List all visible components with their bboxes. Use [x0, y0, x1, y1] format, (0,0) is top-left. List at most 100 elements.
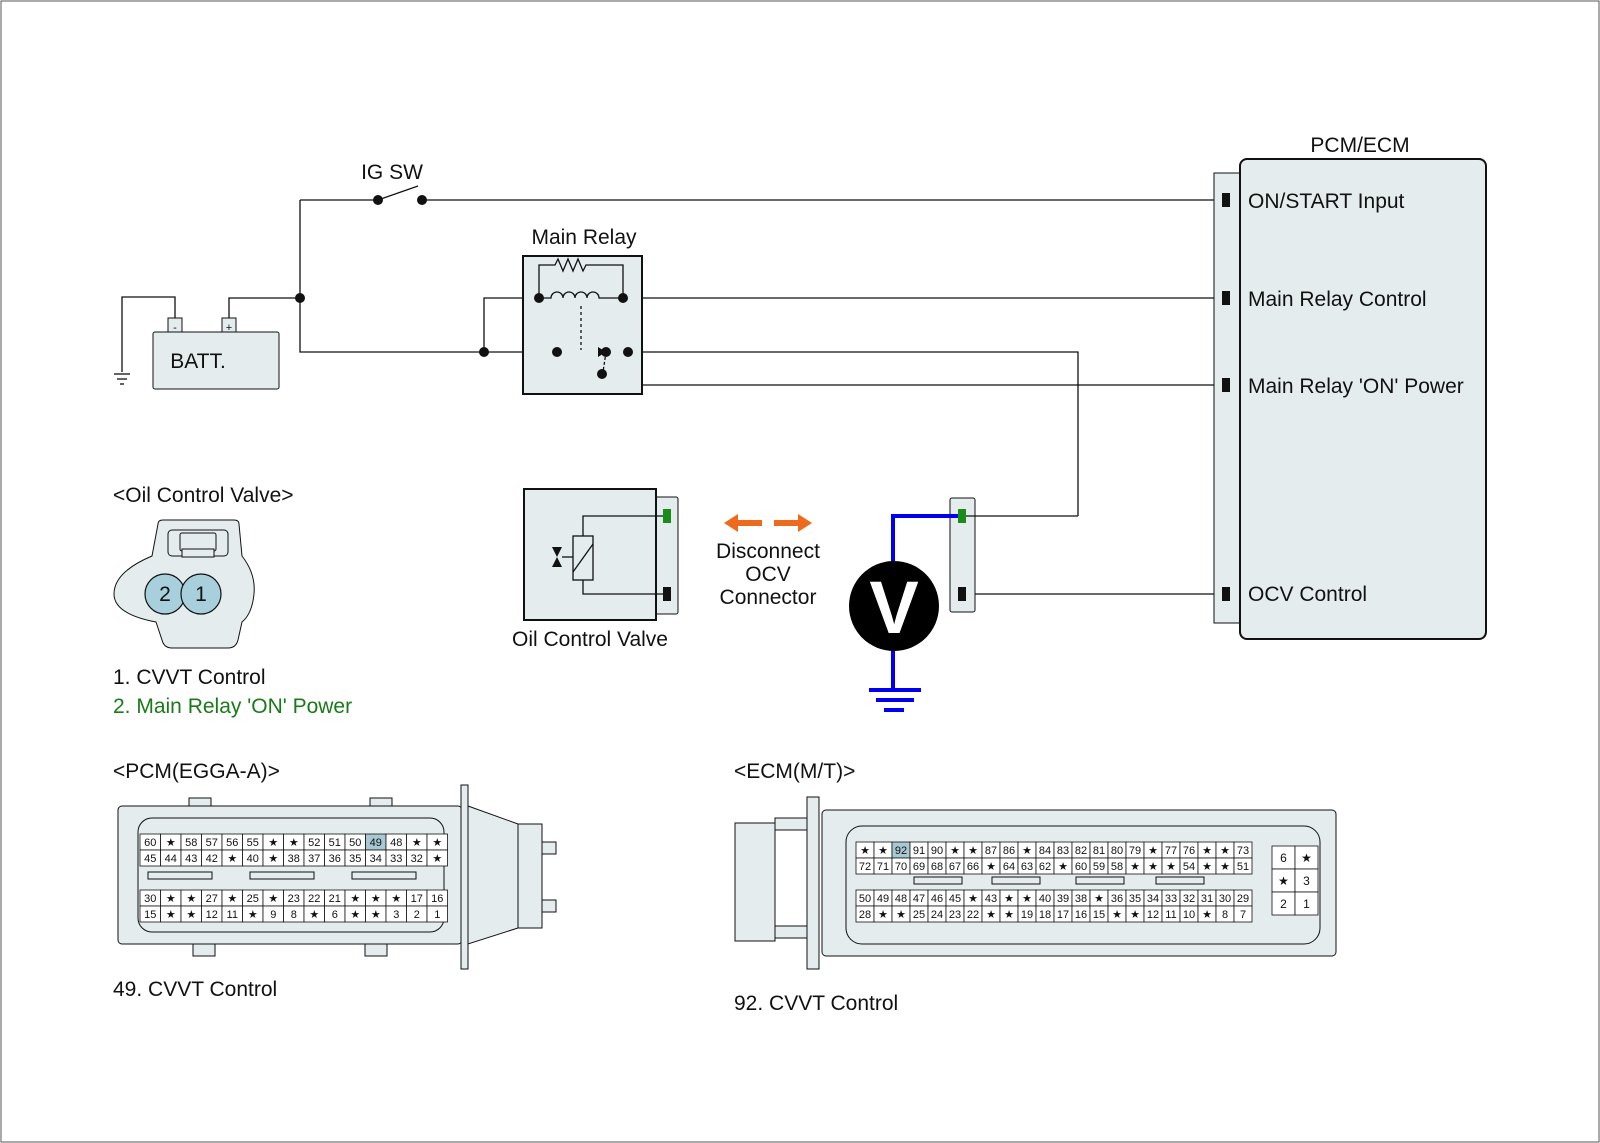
junction-dots: [295, 195, 489, 357]
pin-number: 49: [370, 837, 382, 849]
pcm-keys: [147, 871, 417, 880]
main-relay: [522, 255, 643, 395]
pin-number: 84: [1039, 845, 1051, 857]
pin-cell: [426, 849, 448, 867]
pin-number: 40: [247, 853, 259, 865]
on-start-input-label: ON/START Input: [1248, 190, 1405, 213]
pin-number: ★: [432, 837, 442, 849]
ocv-pin-2: 2: [159, 583, 171, 606]
pin-number: ★: [1022, 893, 1032, 905]
pin-number: 8: [1222, 909, 1228, 921]
pin-cell: [1233, 857, 1253, 875]
pin-number: 32: [411, 853, 423, 865]
pin-number: ★: [860, 845, 870, 857]
battery-label: BATT.: [170, 350, 226, 373]
pin-number: 39: [1057, 893, 1069, 905]
pin-number: 1: [434, 909, 440, 921]
pin-number: 22: [308, 893, 320, 905]
ocv-pin1-description: 1. CVVT Control: [113, 666, 266, 689]
pcm-ecm-title: PCM/ECM: [1310, 134, 1409, 157]
pin-number: 66: [967, 861, 979, 873]
pin-number: 60: [1075, 861, 1087, 873]
pin-number: 50: [349, 837, 361, 849]
pin-number: ★: [896, 909, 906, 921]
pin-number: 30: [1219, 893, 1231, 905]
pin-number: 54: [1183, 861, 1195, 873]
pin-number: 25: [247, 893, 259, 905]
pin-number: 50: [859, 893, 871, 905]
pcm-tabs: [188, 797, 393, 957]
ocv-harness-connector: [949, 497, 1078, 613]
pin-number: ★: [166, 909, 176, 921]
pin-number: 29: [1237, 893, 1249, 905]
pcm-connector-note: 49. CVVT Control: [113, 978, 277, 1001]
pin-number: ★: [371, 909, 381, 921]
pin-number: 24: [931, 909, 943, 921]
pin-number: ★: [166, 837, 176, 849]
ecm-connector-note: 92. CVVT Control: [734, 992, 898, 1015]
pin-number: ★: [432, 853, 442, 865]
pin-cell: [1294, 891, 1319, 916]
pin-number: 36: [1111, 893, 1123, 905]
pin-number: 25: [913, 909, 925, 921]
pin-number: ★: [186, 893, 196, 905]
pin-number: ★: [268, 853, 278, 865]
pin-number: ★: [950, 845, 960, 857]
pin-number: ★: [1058, 861, 1068, 873]
pin-cell: [426, 905, 448, 923]
pin-number: 34: [370, 853, 382, 865]
pin-number: 47: [913, 893, 925, 905]
pin-number: 86: [1003, 845, 1015, 857]
pin-number: 19: [1021, 909, 1033, 921]
pin-number: 33: [390, 853, 402, 865]
pin-number: ★: [968, 893, 978, 905]
pin-number: 82: [1075, 845, 1087, 857]
pin-number: ★: [309, 909, 319, 921]
pin-number: 35: [349, 853, 361, 865]
pin-number: ★: [1004, 893, 1014, 905]
battery: - + BATT.: [152, 317, 280, 390]
pin-number: ★: [1130, 861, 1140, 873]
pin-number: ★: [986, 909, 996, 921]
pin-number: 3: [393, 909, 399, 921]
disconnect-line-1: Disconnect: [716, 540, 820, 563]
ocv-control-label: OCV Control: [1248, 583, 1367, 606]
pin-number: ★: [1301, 851, 1312, 865]
pcm-ecm-module: [1213, 158, 1487, 640]
pin-number: 12: [206, 909, 218, 921]
pin-number: 30: [144, 893, 156, 905]
pin-number: ★: [289, 837, 299, 849]
pin-number: 43: [985, 893, 997, 905]
pin-number: 92: [895, 845, 907, 857]
pin-number: ★: [1220, 845, 1230, 857]
pin-number: 23: [288, 893, 300, 905]
pin-number: ★: [1022, 845, 1032, 857]
ecm-keys: [913, 876, 1205, 885]
pin-number: ★: [227, 893, 237, 905]
pin-number: 2: [414, 909, 420, 921]
pin-number: ★: [412, 837, 422, 849]
pin-number: 10: [1183, 909, 1195, 921]
pin-number: 11: [1165, 909, 1176, 921]
pin-number: 9: [270, 909, 276, 921]
ocv-pin2-description: 2. Main Relay 'ON' Power: [113, 695, 352, 718]
pin-number: ★: [1202, 909, 1212, 921]
pin-number: ★: [1278, 874, 1289, 888]
pin-number: ★: [1130, 909, 1140, 921]
pin-number: ★: [166, 893, 176, 905]
pin-number: 81: [1093, 845, 1105, 857]
pin-number: 46: [931, 893, 943, 905]
pin-number: ★: [968, 845, 978, 857]
pin-number: 38: [288, 853, 300, 865]
disconnect-line-3: Connector: [720, 586, 817, 609]
disconnect-line-2: OCV: [745, 563, 791, 586]
pin-number: 17: [1057, 909, 1069, 921]
pin-number: 55: [247, 837, 259, 849]
pin-number: 23: [949, 909, 961, 921]
pin-number: 18: [1039, 909, 1051, 921]
pin-number: 35: [1129, 893, 1141, 905]
